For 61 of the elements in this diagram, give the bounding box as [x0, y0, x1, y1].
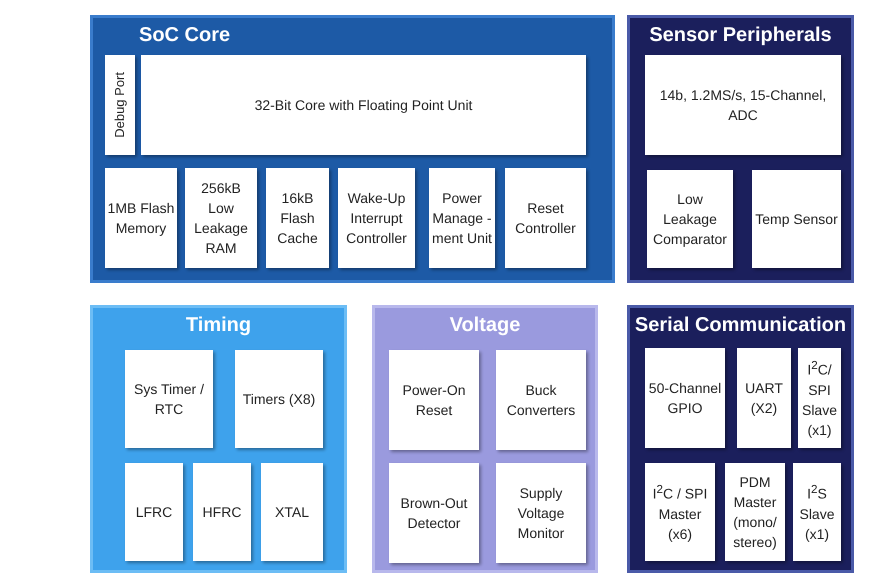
block-label: Temp Sensor [755, 210, 838, 229]
block-label: XTAL [275, 503, 309, 522]
block-label: Sys Timer / RTC [132, 380, 205, 419]
block-label: 14b, 1.2MS/s, 15-Channel, ADC [658, 86, 828, 125]
block-label: Supply Voltage Monitor [516, 484, 566, 543]
panel-title: Serial Communication [634, 314, 848, 337]
module-block [125, 463, 183, 561]
module-block [645, 348, 725, 448]
panel-title: Timing [184, 314, 252, 337]
module-block [496, 350, 586, 450]
module-block [185, 168, 257, 268]
block-label: Low Leakage Comparator [652, 190, 728, 249]
module-block [261, 463, 323, 561]
module-block [505, 168, 586, 268]
block-label: I$^{2}$C/ SPI Slave (x1) [800, 358, 838, 440]
module-block [645, 463, 715, 561]
module-block [737, 348, 791, 448]
module-block [193, 463, 251, 561]
block-label: Brown-Out Detector [400, 494, 468, 533]
block-label: 32-Bit Core with Floating Point Unit [254, 96, 472, 115]
module-block [793, 463, 841, 561]
block-label: 256kB Low Leakage RAM [193, 179, 249, 258]
block-label: HFRC [202, 503, 242, 522]
module-block [752, 170, 841, 268]
block-label: 50-Channel GPIO [648, 379, 722, 418]
module-block [105, 168, 177, 268]
block-label: Power-On Reset [401, 381, 467, 420]
module-block [338, 168, 415, 268]
module-block [235, 350, 323, 448]
block-label: UART (X2) [744, 379, 784, 418]
block-label: 1MB Flash Memory [107, 199, 175, 238]
group-panel [627, 15, 854, 283]
panel-title: Voltage [448, 314, 522, 337]
module-block [141, 55, 586, 155]
block-label: LFRC [136, 503, 172, 522]
module-block [798, 348, 841, 448]
block-label: I$^{2}$S Slave (x1) [798, 482, 836, 544]
module-block [725, 463, 785, 561]
module-block [647, 170, 733, 268]
block-label: Wake-Up Interrupt Controller [345, 189, 408, 248]
block-label: I$^{2}$C / SPI Master (x6) [652, 482, 708, 544]
module-block [389, 463, 479, 563]
block-label: Reset Controller [514, 199, 577, 238]
module-block [496, 463, 586, 563]
block-label: Buck Converters [506, 381, 576, 420]
module-block: Debug Port [105, 55, 135, 155]
group-panel [90, 305, 347, 573]
block-label: Power Manage -ment Unit [431, 189, 493, 248]
block-label: PDM Master (mono/ stereo) [732, 473, 778, 552]
module-block [389, 350, 479, 450]
module-block [645, 55, 841, 155]
module-block [266, 168, 329, 268]
panel-title: Sensor Peripherals [648, 24, 833, 47]
group-panel [372, 305, 598, 573]
block-label: 16kB Flash Cache [276, 189, 319, 248]
group-panel [627, 305, 854, 573]
module-block [429, 168, 495, 268]
block-label: Timers (X8) [242, 390, 316, 409]
module-block [125, 350, 213, 448]
group-panel [90, 15, 615, 283]
panel-title: SoC Core [139, 24, 232, 47]
